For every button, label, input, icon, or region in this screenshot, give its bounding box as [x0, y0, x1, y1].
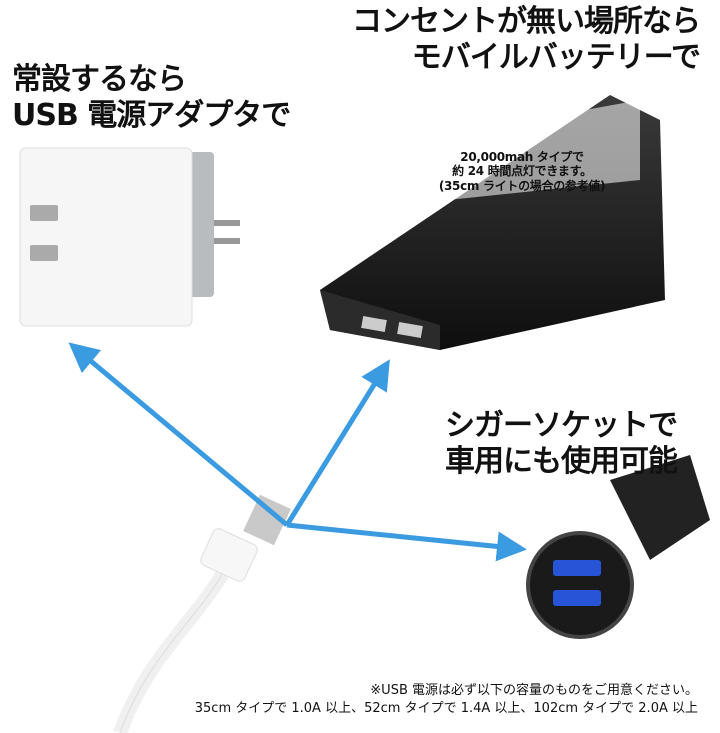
- car-charger-image: [526, 455, 710, 639]
- battery-label-line2: モバイルバッテリーで: [411, 40, 701, 75]
- adapter-label-line2: USB 電源アダプタで: [12, 98, 291, 133]
- battery-spec-line2: 約 24 時間点灯できます。: [452, 164, 592, 179]
- direction-arrows: [68, 342, 527, 562]
- adapter-label-line1: 常設するなら: [12, 62, 187, 97]
- battery-spec: 20,000mah タイプで 約 24 時間点灯できます。 (35cm ライトの…: [412, 150, 632, 193]
- arrow-to-battery: [284, 359, 390, 527]
- arrow-to-adapter: [68, 342, 289, 527]
- battery-spec-line1: 20,000mah タイプで: [460, 150, 584, 164]
- battery-spec-line3: (35cm ライトの場合の参考値): [438, 178, 606, 193]
- mobile-battery-image: [320, 95, 665, 350]
- power-requirement-note: ※USB 電源は必ず以下の容量のものをご用意ください。 35cm タイプで 1.…: [195, 682, 698, 717]
- usb-adapter-image: [19, 147, 240, 327]
- note-line1: ※USB 電源は必ず以下の容量のものをご用意ください。: [370, 683, 698, 698]
- usb-cable-image: [113, 494, 291, 733]
- battery-label-line1: コンセントが無い場所なら: [352, 4, 701, 39]
- adapter-label: 常設するなら USB 電源アダプタで: [12, 62, 291, 134]
- arrow-to-car-charger: [286, 522, 527, 562]
- car-label: シガーソケットで 車用にも使用可能: [445, 408, 678, 480]
- car-label-line1: シガーソケットで: [445, 408, 678, 443]
- note-line2: 35cm タイプで 1.0A 以上、52cm タイプで 1.4A 以上、102c…: [194, 700, 698, 716]
- car-label-line2: 車用にも使用可能: [445, 444, 678, 479]
- battery-label: コンセントが無い場所なら モバイルバッテリーで: [352, 4, 701, 76]
